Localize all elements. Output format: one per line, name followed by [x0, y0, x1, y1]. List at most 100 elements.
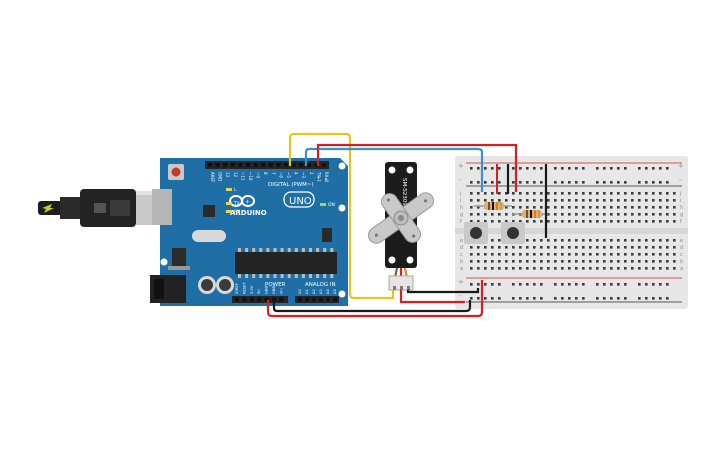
rail-hole[interactable]	[491, 181, 494, 184]
rail-hole[interactable]	[659, 181, 662, 184]
rail-hole[interactable]	[470, 283, 473, 286]
rail-hole[interactable]	[540, 283, 543, 286]
terminal-hole[interactable]	[603, 213, 606, 216]
terminal-hole[interactable]	[638, 206, 641, 209]
terminal-hole[interactable]	[561, 192, 564, 195]
rail-hole[interactable]	[575, 283, 578, 286]
terminal-hole[interactable]	[645, 267, 648, 270]
rail-hole[interactable]	[568, 297, 571, 300]
rail-hole[interactable]	[596, 283, 599, 286]
terminal-hole[interactable]	[547, 253, 550, 256]
rail-hole[interactable]	[470, 181, 473, 184]
terminal-hole[interactable]	[624, 246, 627, 249]
terminal-hole[interactable]	[596, 206, 599, 209]
rail-hole[interactable]	[645, 181, 648, 184]
terminal-hole[interactable]	[582, 213, 585, 216]
terminal-hole[interactable]	[484, 267, 487, 270]
terminal-hole[interactable]	[631, 192, 634, 195]
terminal-hole[interactable]	[617, 213, 620, 216]
rail-hole[interactable]	[554, 297, 557, 300]
terminal-hole[interactable]	[568, 213, 571, 216]
terminal-hole[interactable]	[659, 199, 662, 202]
terminal-hole[interactable]	[617, 192, 620, 195]
terminal-hole[interactable]	[652, 267, 655, 270]
terminal-hole[interactable]	[666, 239, 669, 242]
terminal-hole[interactable]	[575, 239, 578, 242]
terminal-hole[interactable]	[673, 220, 676, 223]
rail-hole[interactable]	[484, 181, 487, 184]
terminal-hole[interactable]	[547, 220, 550, 223]
digital-pin-hole[interactable]	[246, 163, 250, 167]
rail-hole[interactable]	[624, 297, 627, 300]
digital-pin-hole[interactable]	[268, 163, 273, 167]
rail-hole[interactable]	[533, 283, 536, 286]
wire-red-top[interactable]	[316, 143, 518, 192]
terminal-hole[interactable]	[547, 260, 550, 263]
terminal-hole[interactable]	[589, 246, 592, 249]
digital-pin-hole[interactable]	[276, 163, 281, 167]
rail-hole[interactable]	[645, 167, 648, 170]
terminal-hole[interactable]	[491, 213, 494, 216]
terminal-hole[interactable]	[589, 267, 592, 270]
terminal-hole[interactable]	[652, 246, 655, 249]
terminal-hole[interactable]	[582, 260, 585, 263]
rail-hole[interactable]	[477, 283, 480, 286]
terminal-hole[interactable]	[540, 246, 543, 249]
rail-hole[interactable]	[519, 283, 522, 286]
rail-hole[interactable]	[666, 283, 669, 286]
digital-pin-hole[interactable]	[322, 163, 326, 167]
terminal-hole[interactable]	[645, 192, 648, 195]
rail-hole[interactable]	[512, 167, 515, 170]
terminal-hole[interactable]	[575, 253, 578, 256]
terminal-hole[interactable]	[498, 213, 501, 216]
terminal-hole[interactable]	[519, 253, 522, 256]
terminal-hole[interactable]	[617, 267, 620, 270]
rail-hole[interactable]	[645, 283, 648, 286]
terminal-hole[interactable]	[498, 246, 501, 249]
terminal-hole[interactable]	[568, 206, 571, 209]
terminal-hole[interactable]	[540, 199, 543, 202]
rail-hole[interactable]	[624, 167, 627, 170]
terminal-hole[interactable]	[526, 267, 529, 270]
terminal-hole[interactable]	[652, 253, 655, 256]
header-pin-hole[interactable]	[279, 297, 284, 302]
terminal-hole[interactable]	[561, 260, 564, 263]
pushbutton-1[interactable]	[464, 222, 488, 244]
terminal-hole[interactable]	[659, 260, 662, 263]
digital-pin-hole[interactable]	[284, 163, 288, 167]
terminal-hole[interactable]	[596, 220, 599, 223]
terminal-hole[interactable]	[673, 267, 676, 270]
terminal-hole[interactable]	[526, 253, 529, 256]
pushbutton-2[interactable]	[501, 222, 525, 244]
terminal-hole[interactable]	[596, 192, 599, 195]
terminal-hole[interactable]	[491, 220, 494, 223]
terminal-hole[interactable]	[666, 220, 669, 223]
terminal-hole[interactable]	[540, 192, 543, 195]
terminal-hole[interactable]	[484, 253, 487, 256]
digital-pin-hole[interactable]	[253, 163, 258, 167]
terminal-hole[interactable]	[491, 239, 494, 242]
rail-hole[interactable]	[526, 283, 529, 286]
terminal-hole[interactable]	[568, 199, 571, 202]
terminal-hole[interactable]	[561, 239, 564, 242]
terminal-hole[interactable]	[512, 199, 515, 202]
terminal-hole[interactable]	[673, 239, 676, 242]
terminal-hole[interactable]	[631, 239, 634, 242]
rail-hole[interactable]	[617, 297, 620, 300]
rail-hole[interactable]	[561, 181, 564, 184]
rail-hole[interactable]	[498, 297, 501, 300]
digital-pin-hole[interactable]	[223, 163, 228, 167]
terminal-hole[interactable]	[484, 260, 487, 263]
rail-hole[interactable]	[540, 167, 543, 170]
terminal-hole[interactable]	[512, 267, 515, 270]
terminal-hole[interactable]	[603, 253, 606, 256]
terminal-hole[interactable]	[596, 239, 599, 242]
terminal-hole[interactable]	[512, 220, 515, 223]
wire-red-servo[interactable]	[399, 290, 465, 304]
rail-hole[interactable]	[610, 283, 613, 286]
terminal-hole[interactable]	[610, 199, 613, 202]
wire-black-servo[interactable]	[406, 288, 480, 294]
terminal-hole[interactable]	[477, 213, 480, 216]
terminal-hole[interactable]	[554, 260, 557, 263]
